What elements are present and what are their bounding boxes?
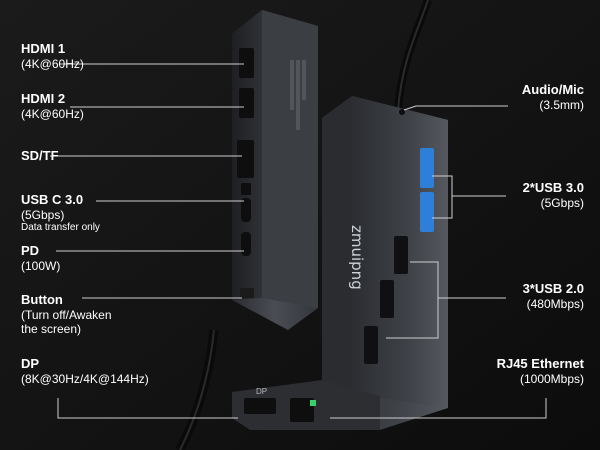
hdmi2-port: [239, 88, 254, 118]
usb20-port-1: [394, 236, 408, 274]
usbc-note: Data transfer only: [21, 221, 100, 233]
usb20-port-3: [364, 326, 378, 364]
sdtf-label: SD/TF: [21, 148, 59, 164]
leader-lines: [50, 63, 547, 419]
dp-port-label: DP: [256, 387, 267, 396]
pd-port: [241, 232, 251, 256]
usb30-sub: (5Gbps): [540, 195, 584, 210]
pd-title: PD: [21, 243, 40, 258]
usbc-port: [241, 198, 251, 222]
button-sub1: (Turn off/Awaken: [21, 307, 112, 322]
usb30-title: 2*USB 3.0: [522, 180, 584, 195]
power-button: [240, 288, 254, 298]
dp-sub: (8K@30Hz/4K@144Hz): [21, 371, 149, 386]
rj45-sub: (1000Mbps): [519, 371, 584, 386]
brand-logo: zmuipng: [348, 225, 366, 290]
sd-slot: [237, 140, 254, 178]
hdmi1-title: HDMI 1: [21, 41, 66, 56]
hdmi2-title: HDMI 2: [21, 91, 66, 106]
hdmi1-label: HDMI 1 (4K@60Hz): [21, 41, 84, 71]
dp-label: DP (8K@30Hz/4K@144Hz): [21, 356, 149, 386]
dp-port: [244, 398, 276, 414]
lan-led: [310, 400, 316, 406]
usbc-title: USB C 3.0: [21, 192, 84, 207]
hdmi2-label: HDMI 2 (4K@60Hz): [21, 91, 84, 121]
usb20-label: 3*USB 2.0 (480Mbps): [523, 281, 584, 311]
audio-title: Audio/Mic: [521, 82, 584, 97]
pd-sub: (100W): [21, 258, 61, 273]
button-sub2: the screen): [21, 321, 82, 336]
audio-sub: (3.5mm): [539, 97, 584, 112]
tf-slot: [241, 183, 251, 195]
rj45-title: RJ45 Ethernet: [496, 356, 584, 371]
usb20-sub: (480Mbps): [526, 296, 584, 311]
usb20-title: 3*USB 2.0: [522, 281, 584, 296]
usb20-port-2: [380, 280, 394, 318]
audio-jack: [399, 109, 405, 115]
audio-label: Audio/Mic (3.5mm): [522, 82, 584, 112]
hub-back: [232, 10, 318, 330]
hdmi1-sub: (4K@60Hz): [21, 56, 84, 71]
usbc-sub: (5Gbps): [21, 207, 65, 222]
usb30-port-2: [420, 192, 434, 232]
rj45-label: RJ45 Ethernet (1000Mbps): [497, 356, 584, 386]
pd-label: PD (100W): [21, 243, 60, 273]
hdmi1-port: [239, 48, 254, 78]
usb30-label: 2*USB 3.0 (5Gbps): [523, 180, 584, 210]
button-label: Button (Turn off/Awaken the screen): [21, 292, 112, 336]
rj45-port: [290, 398, 314, 422]
usbc-label: USB C 3.0 (5Gbps) Data transfer only: [21, 192, 100, 234]
hdmi2-sub: (4K@60Hz): [21, 106, 84, 121]
button-title: Button: [21, 292, 63, 307]
dp-title: DP: [21, 356, 40, 371]
usb30-port-1: [420, 148, 434, 188]
sdtf-title: SD/TF: [21, 148, 59, 163]
